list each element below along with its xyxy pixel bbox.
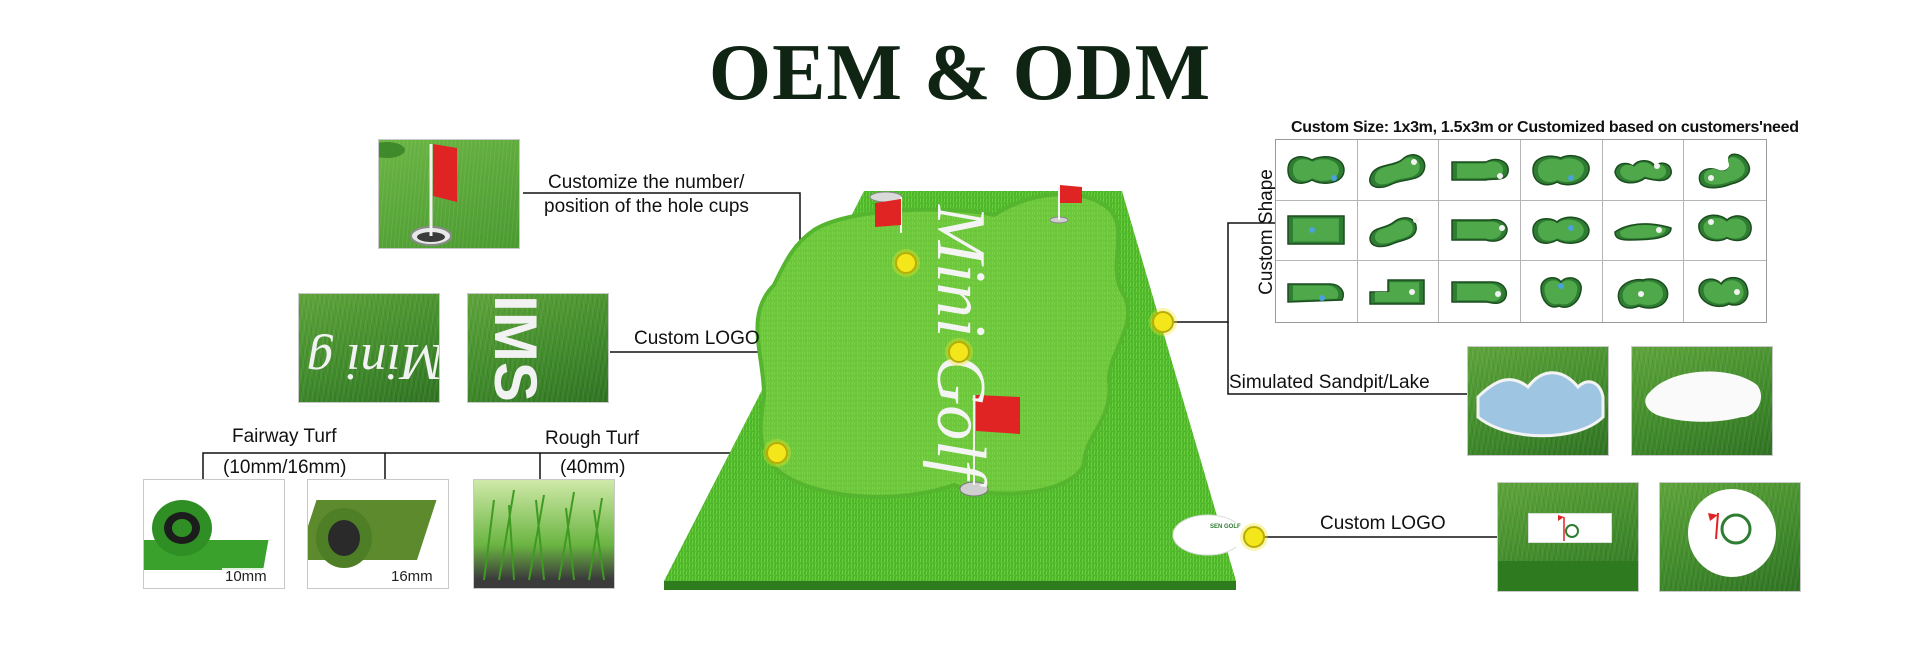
logo-top-marker[interactable] — [948, 341, 970, 363]
logo-disc — [1172, 514, 1236, 556]
shape-option[interactable] — [1357, 140, 1440, 201]
size-tag-16: 16mm — [388, 568, 436, 585]
shape-option[interactable] — [1357, 261, 1440, 322]
shape-option[interactable] — [1520, 261, 1603, 322]
sandpit-label: Simulated Sandpit/Lake — [1229, 372, 1430, 393]
hole-cups-label-2: position of the hole cups — [544, 196, 749, 217]
green-shape-icon — [1698, 214, 1752, 242]
green-shape-icon — [1450, 280, 1507, 304]
turf-marker[interactable] — [766, 442, 788, 464]
rough-turf-photo — [473, 479, 615, 589]
putting-mat — [664, 185, 1236, 590]
logo-closeup-photo: Mini g — [298, 293, 440, 403]
shape-option[interactable] — [1684, 200, 1766, 262]
sandpit-leader — [1227, 322, 1467, 395]
green-shape-icon — [1369, 153, 1426, 188]
shape-option[interactable] — [1684, 140, 1766, 201]
fairway-rough-leader — [202, 452, 778, 479]
hole-cups-label-1: Customize the number/ — [548, 172, 745, 193]
shape-grid — [1275, 139, 1767, 323]
logo-bottom-marker[interactable] — [1243, 526, 1265, 548]
rough-label-2: (40mm) — [560, 457, 626, 478]
green-shape-icon — [1287, 282, 1345, 303]
shape-option[interactable] — [1276, 200, 1358, 262]
shapes-marker[interactable] — [1152, 311, 1174, 333]
flag-icon — [1060, 185, 1082, 203]
logo-disc-photo — [1659, 482, 1801, 592]
sandpit-photo — [1631, 346, 1773, 456]
lake-photo — [1467, 346, 1609, 456]
fairway-16mm-photo: 16mm — [307, 479, 449, 589]
shape-option[interactable] — [1602, 140, 1685, 201]
green-shape-icon — [1617, 277, 1669, 309]
shapes-leader — [1163, 222, 1275, 323]
hole-cups-marker[interactable] — [895, 252, 917, 274]
green-shape-icon — [1532, 217, 1591, 245]
hole-cup-photo — [378, 139, 520, 249]
shape-option[interactable] — [1602, 261, 1685, 322]
green-shape-icon — [1287, 155, 1346, 184]
shape-option[interactable] — [1520, 140, 1603, 201]
green-shape-icon — [1369, 217, 1419, 248]
shape-option[interactable] — [1439, 140, 1521, 201]
logo-disc-text: SEN GOLF — [1210, 524, 1241, 530]
shape-option[interactable] — [1276, 140, 1358, 201]
green-shape-icon — [1287, 215, 1346, 246]
shape-caption: Custom Size: 1x3m, 1.5x3m or Customized … — [1291, 119, 1799, 136]
shape-option[interactable] — [1602, 200, 1685, 262]
green-shape-icon — [1614, 223, 1672, 242]
fairway-10mm-photo: 10mm — [143, 479, 285, 589]
shape-option[interactable] — [1520, 200, 1603, 262]
green-shape-icon — [1614, 159, 1672, 184]
logo-closeup-photo-2: IMS — [467, 293, 609, 403]
green-shape-icon — [1450, 219, 1508, 243]
shape-option[interactable] — [1684, 261, 1766, 322]
logo-bottom-label: Custom LOGO — [1320, 513, 1446, 534]
flag-icon — [875, 199, 901, 227]
fairway-label-1: Fairway Turf — [232, 426, 337, 447]
logo-flag-photo — [1497, 482, 1639, 592]
green-shape-icon — [1698, 153, 1751, 189]
shape-option[interactable] — [1276, 261, 1358, 322]
page-title: OEM & ODM — [708, 29, 1212, 117]
rough-label-1: Rough Turf — [545, 428, 639, 449]
shape-option[interactable] — [1439, 261, 1521, 322]
green-shape-icon — [1450, 158, 1509, 181]
green-shape-icon — [1369, 278, 1425, 305]
fairway-label-2: (10mm/16mm) — [223, 457, 347, 478]
mat-logo-text: Mini Golf — [922, 205, 999, 480]
green-shape-icon — [1540, 276, 1583, 308]
logo-top-label: Custom LOGO — [634, 328, 760, 349]
size-tag-10: 10mm — [222, 568, 270, 585]
shape-option[interactable] — [1439, 200, 1521, 262]
putting-green — [755, 192, 1131, 499]
shape-option[interactable] — [1357, 200, 1440, 262]
flag-icon — [976, 395, 1020, 434]
green-shape-icon — [1698, 276, 1749, 307]
green-shape-icon — [1532, 154, 1591, 186]
